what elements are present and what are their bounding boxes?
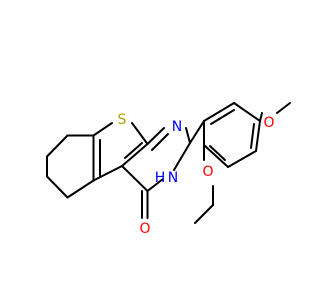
- bond: [146, 178, 164, 192]
- atom-label-sulfur: S: [118, 112, 127, 128]
- bond: [255, 120, 261, 152]
- dimethoxyphenyl-ring: [203, 102, 261, 168]
- atom-label-nitrogen-1: N: [172, 119, 182, 135]
- molecule-structure: S N N H O O O: [46, 102, 291, 237]
- pyrimidinone-ring: [121, 127, 191, 219]
- bond: [92, 165, 123, 182]
- para-methoxy-oxygen-label: O: [263, 115, 274, 131]
- atom-label-nh: N H: [155, 170, 179, 186]
- molecule-canvas: S N N H O O O: [46, 102, 291, 237]
- bond: [173, 142, 191, 171]
- bond: [259, 112, 263, 122]
- nitrogen-label: N: [172, 119, 182, 135]
- thiophene-ring: [92, 122, 149, 182]
- bond: [66, 179, 95, 199]
- bond: [227, 150, 257, 168]
- bond: [92, 122, 113, 137]
- ortho-methoxy-oxygen-label: O: [202, 164, 213, 180]
- bond: [185, 127, 191, 144]
- carbonyl-oxygen-label: O: [139, 221, 150, 237]
- bond: [121, 165, 149, 192]
- atom-label-para-oxygen: O: [263, 115, 274, 131]
- bond: [46, 175, 69, 199]
- bond: [250, 123, 255, 149]
- bond: [131, 122, 149, 145]
- bond: [233, 102, 261, 122]
- atom-label-carbonyl-oxygen: O: [139, 221, 150, 237]
- bond: [203, 144, 229, 168]
- bond: [189, 120, 205, 144]
- bond: [194, 204, 214, 224]
- bond: [46, 134, 69, 158]
- bond: [151, 133, 169, 151]
- bond: [210, 109, 235, 125]
- sulfur-label: S: [118, 112, 127, 128]
- atom-label-ortho-oxygen: O: [202, 164, 213, 180]
- cyclohexane-ring: [46, 134, 95, 199]
- bond: [124, 142, 143, 159]
- bond: [121, 143, 149, 167]
- bond: [276, 102, 291, 114]
- bond: [146, 127, 165, 145]
- bond: [209, 145, 226, 161]
- bond: [203, 102, 235, 122]
- nitrogen-nh-label: N: [168, 170, 178, 186]
- hydrogen-label: H: [155, 170, 166, 186]
